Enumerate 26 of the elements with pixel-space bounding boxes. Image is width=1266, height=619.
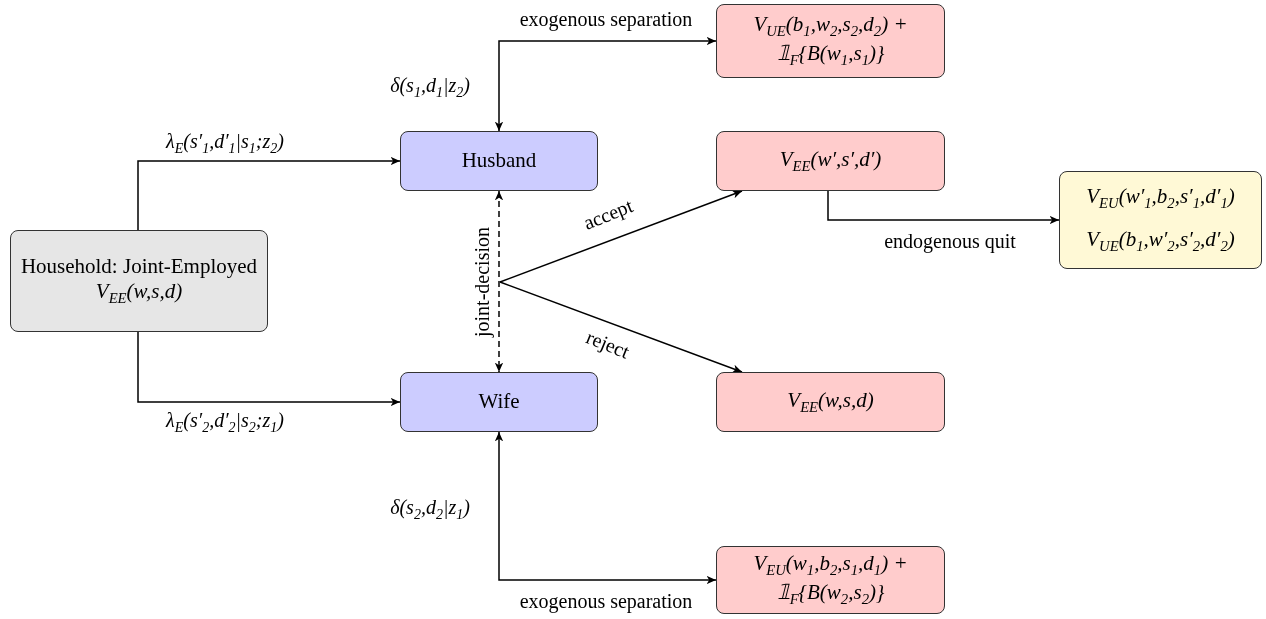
node-label: V$_{UE}$(b$_{1}$,w$_{2}$,s$_{2}$,d$_{2}$) + 𝟙$_{F}${B(w$_{1}$,s$_{1}$)} [752, 12, 909, 70]
state-box [716, 131, 945, 191]
arrow [827, 190, 1060, 225]
arrow [494, 190, 504, 373]
state-box [716, 546, 945, 614]
node-label: V$_{EE}$(w′,s′,d′) [779, 146, 882, 176]
node-label: Husband [461, 148, 537, 174]
arrow [499, 190, 743, 283]
arrow [494, 36, 717, 132]
node-label: V$_{EE}$(w,s,d) [95, 279, 183, 308]
state-box [1059, 171, 1262, 269]
state-box [400, 372, 598, 432]
node-label: V$_{UE}$(b$_{1}$,w′$_{2}$,s′$_{2}$,d′$_{2}$) [1086, 227, 1235, 256]
state-box [400, 131, 598, 191]
node-label: V$_{EU}$(w′$_{1}$,b$_{2}$,s′$_{1}$,d′$_{1}$) [1086, 184, 1235, 213]
arrow [494, 431, 717, 585]
state-box [10, 230, 268, 332]
arrow [137, 331, 401, 407]
state-box [716, 372, 945, 432]
node-label: Wife [478, 389, 520, 415]
arrow [499, 281, 743, 373]
node-label: V$_{EE}$(w,s,d) [787, 387, 874, 417]
node-label: V$_{EU}$(w$_{1}$,b$_{2}$,s$_{1}$,d$_{1}$) + 𝟙$_{F}${B(w$_{2}$,s$_{2}$)} [752, 551, 909, 609]
arrow [137, 156, 401, 231]
state-box [716, 4, 945, 78]
node-label: Household: Joint-Employed [20, 254, 258, 280]
